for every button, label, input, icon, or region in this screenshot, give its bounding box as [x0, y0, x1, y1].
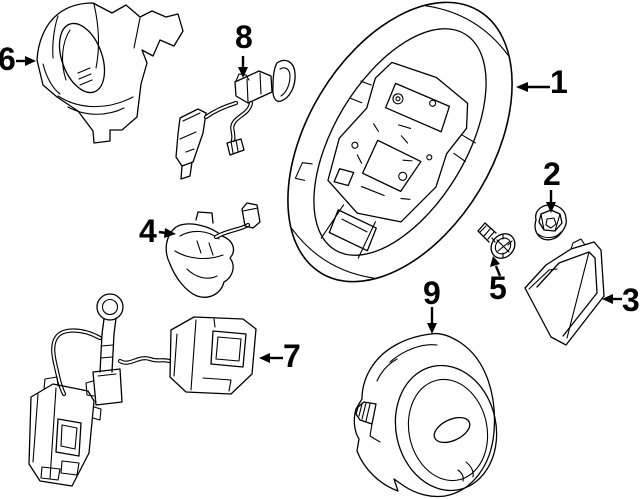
callout-7-switch-assembly[interactable]: 7 [283, 338, 301, 374]
switch-assembly-drawing [29, 294, 256, 486]
callout-2-lock-nut[interactable]: 2 [543, 156, 561, 192]
arrow-9 [427, 307, 437, 334]
column-trim-cover-drawing [525, 239, 604, 345]
callout-3-column-trim-cover[interactable]: 3 [622, 282, 640, 318]
callout-5-mounting-bolt[interactable]: 5 [489, 270, 507, 306]
steering-wheel-drawing [241, 0, 558, 321]
arrow-5 [490, 256, 500, 276]
arrow-2 [546, 190, 556, 213]
callout-8-shift-paddle-switch[interactable]: 8 [235, 19, 253, 55]
steering-column-cover-drawing [37, 3, 183, 143]
shift-paddle-switch-drawing [176, 60, 295, 179]
arrow-7 [259, 353, 283, 363]
callout-1-steering-wheel[interactable]: 1 [550, 64, 568, 100]
arrow-3 [602, 294, 622, 304]
air-bag-module-drawing [354, 334, 508, 499]
arrow-8 [238, 56, 248, 78]
callout-4-steering-switch[interactable]: 4 [139, 213, 157, 249]
callout-6-steering-column-cover[interactable]: 6 [0, 41, 16, 77]
arrow-6 [16, 56, 36, 66]
lock-nut-drawing [535, 205, 566, 240]
arrow-4 [159, 228, 176, 238]
callout-9-air-bag-module[interactable]: 9 [423, 275, 441, 311]
steering-switch-drawing [166, 203, 260, 297]
mounting-bolt-drawing [478, 223, 520, 263]
callout-arrows [16, 56, 622, 363]
arrow-1 [516, 82, 550, 92]
